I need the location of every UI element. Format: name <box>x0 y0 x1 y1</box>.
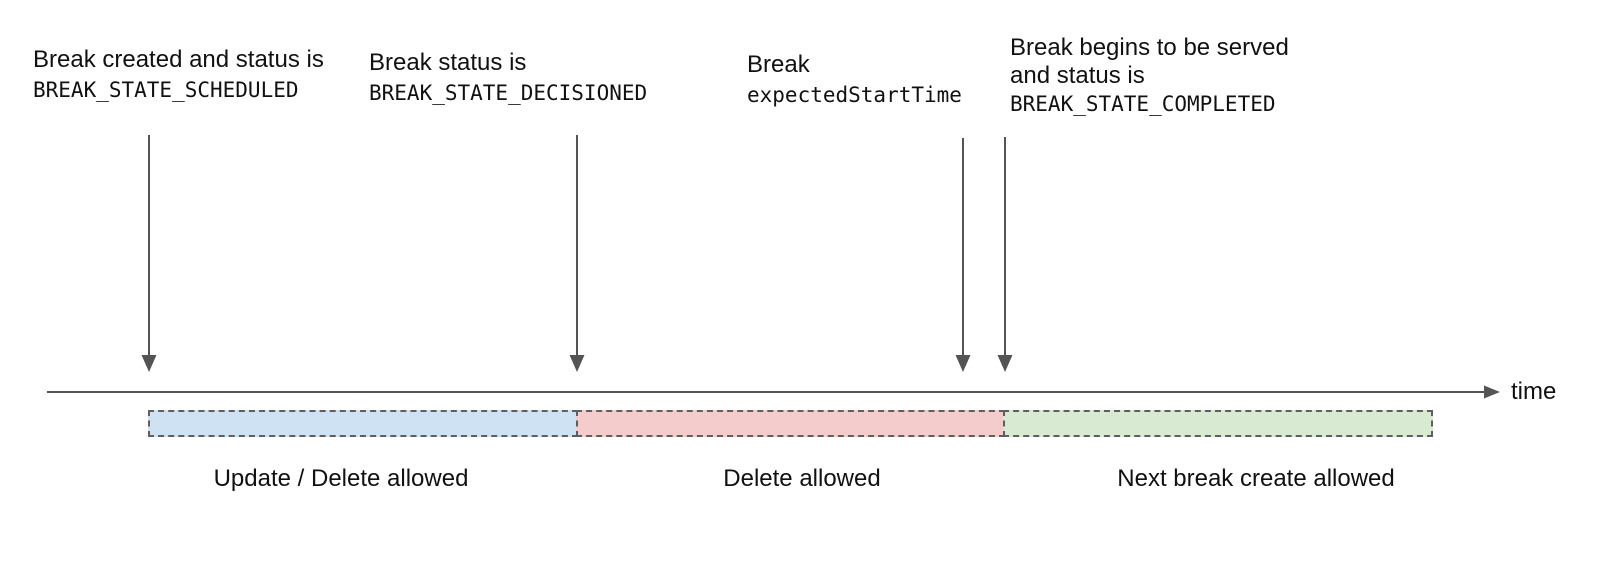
annotation-scheduled-code: BREAK_STATE_SCHEDULED <box>33 78 299 102</box>
annotation-expected-start-text: Break <box>747 51 810 78</box>
annotation-expected-start: Break expectedStartTime <box>747 49 962 111</box>
annotation-decisioned: Break status is BREAK_STATE_DECISIONED <box>369 47 647 109</box>
segment-delete-allowed <box>576 410 1005 437</box>
time-axis-label: time <box>1511 378 1557 405</box>
segment-next-break-create-allowed <box>1003 410 1433 437</box>
down-arrow-decisioned <box>569 135 585 372</box>
annotation-scheduled-text: Break created and status is <box>33 46 324 73</box>
annotation-completed: Break begins to be served and status is … <box>1010 34 1289 118</box>
annotation-completed-text-2: and status is <box>1010 62 1145 89</box>
segment-label-update-delete: Update / Delete allowed <box>213 465 469 492</box>
down-arrow-scheduled <box>141 135 157 372</box>
time-axis <box>47 385 1500 399</box>
annotation-scheduled: Break created and status is BREAK_STATE_… <box>33 44 324 106</box>
annotation-decisioned-text: Break status is <box>369 49 527 76</box>
segment-label-delete: Delete allowed <box>723 465 881 492</box>
down-arrow-expected-start <box>955 138 971 372</box>
segment-update-delete-allowed <box>148 410 578 437</box>
annotation-decisioned-code: BREAK_STATE_DECISIONED <box>369 81 648 105</box>
annotation-expected-start-code: expectedStartTime <box>747 83 962 107</box>
down-arrow-completed <box>997 137 1013 372</box>
annotation-completed-code: BREAK_STATE_COMPLETED <box>1010 92 1276 116</box>
annotation-completed-text-1: Break begins to be served <box>1010 34 1289 61</box>
segment-label-next-break: Next break create allowed <box>1117 465 1395 492</box>
